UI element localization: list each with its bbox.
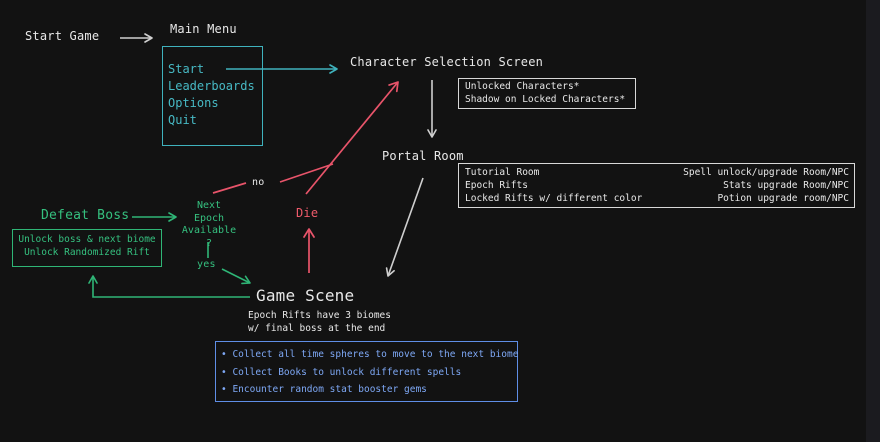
- menu-item-quit[interactable]: Quit: [168, 113, 197, 127]
- portal-room-list: Tutorial Room Spell unlock/upgrade Room/N…: [465, 166, 849, 205]
- portal-item-spell-room: Spell unlock/upgrade Room/NPC: [683, 167, 849, 178]
- game-scene-subtitle-1: Epoch Rifts have 3 biomes: [248, 310, 391, 321]
- canvas-edge: [866, 0, 880, 442]
- character-notes: Unlocked Characters* Shadow on Locked Ch…: [465, 81, 625, 106]
- arrow-yes-to-game: [221, 268, 251, 285]
- defeat-boss-reward-1: Unlock boss & next biome: [18, 234, 156, 245]
- portal-item-potion-room: Potion upgrade room/NPC: [717, 193, 849, 204]
- game-scene-bullets: • Collect all time spheres to move to th…: [221, 346, 518, 399]
- decision-line-1: Next: [196, 200, 222, 211]
- main-menu-items: Start Leaderboards Options Quit: [168, 61, 255, 129]
- menu-item-start[interactable]: Start: [168, 62, 205, 76]
- arrow-die-to-character: [305, 81, 399, 195]
- portal-room-title: Portal Room: [382, 149, 464, 163]
- defeat-boss-title: Defeat Boss: [41, 208, 130, 223]
- game-scene-bullet-1: • Collect all time spheres to move to th…: [221, 349, 519, 360]
- decision-next-epoch: Next Epoch Available ?: [178, 200, 240, 250]
- portal-item-stats-room: Stats upgrade Room/NPC: [723, 180, 849, 191]
- menu-item-leaderboards[interactable]: Leaderboards: [168, 79, 255, 93]
- game-scene-subtitle-2: w/ final boss at the end: [248, 322, 386, 334]
- no-line-left: [212, 182, 247, 194]
- game-scene-bullet-2: • Collect Books to unlock different spel…: [221, 366, 462, 378]
- portal-item-epoch-rifts: Epoch Rifts: [465, 180, 528, 191]
- decision-no-label: no: [252, 177, 265, 188]
- die-label: Die: [296, 206, 319, 220]
- defeat-boss-box: [12, 229, 162, 267]
- no-line-right: [279, 163, 334, 183]
- character-note-shadow: Shadow on Locked Characters*: [465, 93, 626, 105]
- defeat-boss-rewards: Unlock boss & next biome Unlock Randomiz…: [14, 233, 160, 259]
- arrow-game-to-defeat: [88, 275, 250, 298]
- decision-yes-label: yes: [197, 259, 216, 270]
- menu-item-options[interactable]: Options: [168, 96, 219, 110]
- character-note-unlocked: Unlocked Characters*: [465, 81, 580, 92]
- game-scene-bullet-3: • Encounter random stat booster gems: [221, 384, 427, 395]
- game-scene-box: [215, 341, 518, 402]
- start-game-label: Start Game: [25, 29, 100, 43]
- portal-item-tutorial: Tutorial Room: [465, 167, 540, 178]
- portal-item-locked-rifts: Locked Rifts w/ different color: [465, 193, 643, 204]
- main-menu-title: Main Menu: [170, 22, 237, 36]
- game-scene-title: Game Scene: [256, 286, 355, 305]
- game-scene-subtitle: Epoch Rifts have 3 biomes w/ final boss …: [248, 310, 391, 335]
- decision-line-2: Epoch: [193, 212, 225, 224]
- decision-line-3: Available ?: [181, 225, 237, 249]
- main-menu-box: [162, 46, 263, 146]
- character-notes-box: [458, 78, 636, 109]
- defeat-boss-reward-2: Unlock Randomized Rift: [24, 247, 150, 258]
- character-selection-title: Character Selection Screen: [350, 55, 544, 69]
- portal-room-box: [458, 163, 855, 208]
- arrow-portal-to-game: [385, 177, 424, 277]
